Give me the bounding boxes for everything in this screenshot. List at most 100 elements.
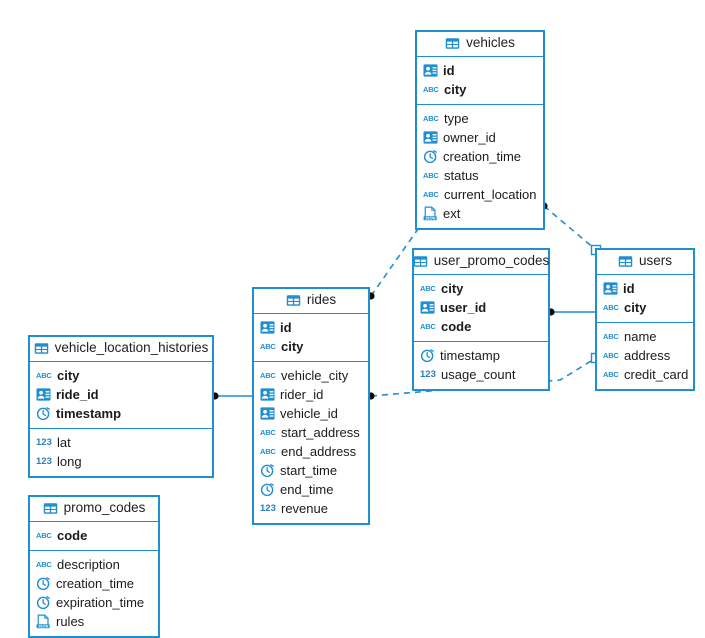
id-card-icon [260, 387, 275, 402]
column-row[interactable]: creation_time [417, 147, 543, 166]
column-row[interactable]: timestamp [414, 346, 548, 365]
abc-text-icon: ABC [36, 530, 52, 540]
column-name: start_address [281, 425, 360, 440]
column-row[interactable]: owner_id [417, 128, 543, 147]
column-name: lat [57, 435, 71, 450]
table-title: vehicle_location_histories [54, 340, 209, 356]
id-card-icon [423, 63, 438, 78]
id-card-icon [260, 320, 275, 335]
column-name: vehicle_city [281, 368, 349, 383]
table-header-user_promo_codes[interactable]: user_promo_codes [413, 250, 549, 275]
table-title: users [638, 253, 672, 269]
column-name: end_time [280, 482, 334, 497]
column-row[interactable]: rider_id [254, 385, 368, 404]
clock-icon [423, 149, 438, 164]
table-grid-icon [43, 501, 58, 516]
table-header-rides[interactable]: rides [254, 289, 368, 314]
column-row[interactable]: id [417, 61, 543, 80]
column-row[interactable]: JSON ext [417, 204, 543, 223]
column-row[interactable]: expiration_time [30, 593, 158, 612]
id-card-icon [36, 387, 51, 402]
123-number-icon: 123 [36, 436, 52, 448]
abc-text-icon: ABC [423, 189, 439, 199]
primary-key-group: ABC code [30, 522, 158, 551]
clock-icon [36, 595, 51, 610]
column-row[interactable]: user_id [414, 298, 548, 317]
abc-text-icon: ABC [423, 84, 439, 94]
123-number-icon: 123 [260, 502, 276, 514]
json-document-icon: JSON [423, 206, 438, 221]
abc-text-icon: ABC [260, 370, 276, 380]
column-row[interactable]: end_time [254, 480, 368, 499]
column-row[interactable]: start_time [254, 461, 368, 480]
column-row[interactable]: ABC code [30, 526, 158, 545]
table-grid-icon [413, 254, 428, 269]
column-name: vehicle_id [280, 406, 338, 421]
column-row[interactable]: creation_time [30, 574, 158, 593]
svg-text:JSON: JSON [425, 217, 436, 221]
column-name: current_location [444, 187, 537, 202]
abc-text-icon: ABC [603, 350, 619, 360]
column-row[interactable]: vehicle_id [254, 404, 368, 423]
column-row[interactable]: ABC vehicle_city [254, 366, 368, 385]
column-row[interactable]: id [597, 279, 693, 298]
id-card-icon [420, 300, 435, 315]
column-row[interactable]: 123 lat [30, 433, 212, 452]
123-number-icon: 123 [420, 368, 436, 380]
abc-text-icon: ABC [603, 302, 619, 312]
column-row[interactable]: ride_id [30, 385, 212, 404]
column-name: ride_id [56, 387, 99, 402]
column-name: creation_time [56, 576, 135, 591]
table-header-promo_codes[interactable]: promo_codes [30, 497, 158, 522]
table-header-vehicles[interactable]: vehicles [417, 32, 543, 57]
column-name: credit_card [624, 367, 689, 382]
column-name: end_address [281, 444, 357, 459]
table-header-users[interactable]: users [597, 250, 693, 275]
table-title: vehicles [466, 35, 515, 51]
column-name: city [441, 281, 464, 296]
column-row[interactable]: id [254, 318, 368, 337]
column-name: code [57, 528, 88, 543]
column-row[interactable]: ABC current_location [417, 185, 543, 204]
id-card-icon [260, 406, 275, 421]
column-name: user_id [440, 300, 487, 315]
abc-text-icon: ABC [423, 170, 439, 180]
column-name: long [57, 454, 82, 469]
table-header-vehicle_location_histories[interactable]: vehicle_location_histories [30, 337, 212, 362]
column-row[interactable]: timestamp [30, 404, 212, 423]
abc-text-icon: ABC [36, 370, 52, 380]
column-name: timestamp [440, 348, 500, 363]
column-name: ext [443, 206, 461, 221]
